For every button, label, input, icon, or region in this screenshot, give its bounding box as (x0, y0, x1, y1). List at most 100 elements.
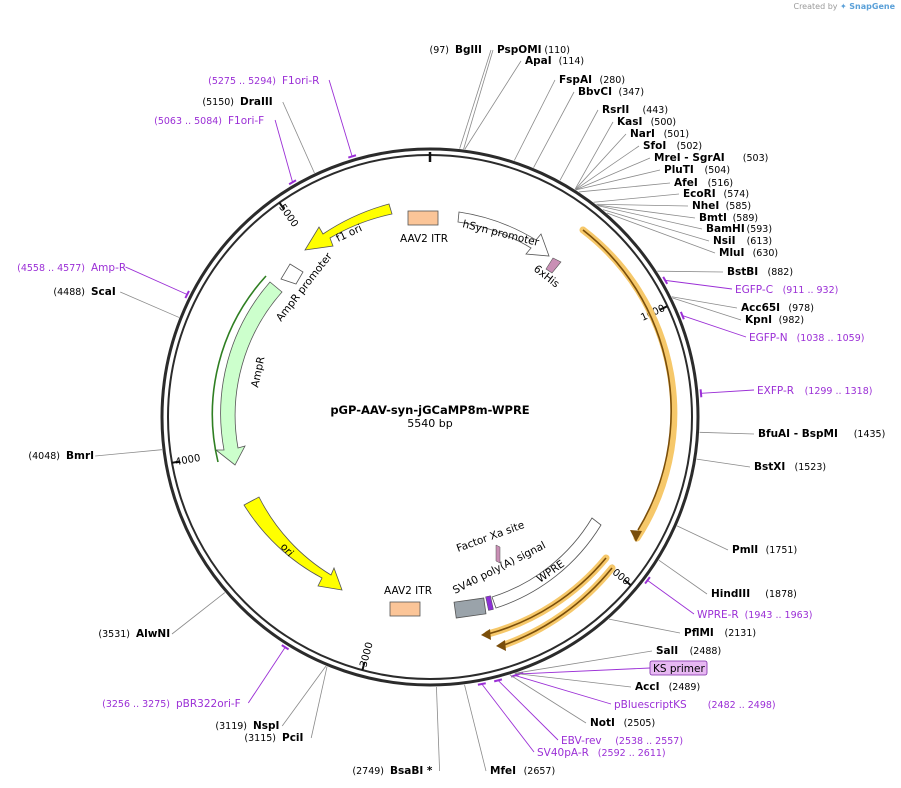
primer-range-egfp-c: (911 .. 932) (783, 285, 839, 296)
site-leader-ecori (593, 193, 680, 203)
feature-sv40-polya (453, 597, 487, 619)
site-pos-fspai: (280) (600, 75, 626, 86)
site-name-acci: AccI (635, 681, 659, 693)
primer-range-f1ori-f: (5063 .. 5084) (154, 116, 222, 127)
site-leader-bamhi (598, 205, 703, 230)
primer-leader-exfp-r (700, 389, 755, 394)
site-leader-pcii (310, 666, 328, 739)
primer-name-egfp-c: EGFP-C (735, 284, 773, 296)
feature-factor-xa (495, 544, 501, 564)
feature-ampr-promoter (280, 263, 304, 285)
primer-range-sv40pa-r: (2592 .. 2611) (598, 748, 666, 759)
site-leader-pspomi (463, 49, 494, 150)
site-leader-bmri (95, 449, 163, 457)
primer-range-wpre-r: (1943 .. 1963) (745, 610, 813, 621)
site-pos-bmri: (4048) (28, 451, 60, 462)
site-leader-sfoi (575, 145, 640, 190)
site-leader-afei (579, 182, 671, 193)
feature-label-wpre: WPRE (535, 558, 567, 585)
feature-ampr-edge (211, 275, 267, 463)
orf-arc-arrow (582, 229, 672, 531)
site-name-nsii: NsiI (713, 235, 736, 247)
site-name-nari: NarI (630, 128, 655, 140)
site-pos-bmti: (589) (733, 213, 759, 224)
site-name-ecori: EcoRI (683, 188, 716, 200)
orf3-arc-highlight (500, 564, 616, 649)
credit-text: Created by (793, 2, 838, 11)
site-leader-bfuai-bspmi (699, 431, 755, 435)
site-pos-nspi: (3119) (215, 721, 247, 732)
tick-label-3000: 3000 (358, 641, 375, 668)
primer-leader-egfp-n (682, 315, 747, 338)
site-name-scai: ScaI (91, 286, 116, 298)
site-name-afei: AfeI (674, 177, 698, 189)
primer-leader-f1ori-f (274, 119, 294, 183)
feature-wpre (491, 517, 602, 609)
site-leader-acci (514, 673, 632, 688)
site-pos-pflmi: (2131) (725, 628, 757, 639)
feature-label-ampr: AmpR (249, 355, 267, 388)
primer-name-wpre-r: WPRE-R (697, 609, 739, 621)
site-leader-kpni (672, 297, 742, 321)
site-pos-acci: (2489) (669, 682, 701, 693)
orf3-arrowhead (496, 640, 506, 651)
site-name-pcii: PciI (282, 732, 303, 744)
site-name-draiii: DraIII (240, 96, 273, 108)
site-name-pspomi: PspOMI (497, 44, 542, 56)
tick-mark-5000 (278, 202, 285, 210)
feature-sv40-polya-tag (485, 595, 494, 611)
site-leader-bsabi (436, 686, 440, 772)
site-name-bsabi: BsaBI * (390, 765, 433, 777)
site-pos-bglii: (97) (429, 45, 449, 56)
primer-name-ebv-rev: EBV-rev (561, 735, 602, 747)
site-name-bmri: BmrI (66, 450, 94, 462)
site-name-rsrii: RsrII (602, 104, 629, 116)
primer-range-egfp-n: (1038 .. 1059) (797, 333, 865, 344)
primer-box-ks-primer (649, 660, 708, 676)
site-leader-mfei (464, 684, 487, 772)
snapgene-logo-icon: ✦ (840, 2, 847, 11)
feature-label-aav2-itr-top: AAV2 ITR (400, 233, 448, 245)
site-pos-draiii: (5150) (202, 97, 234, 108)
site-leader-sali (514, 650, 653, 674)
primer-range-ebv-rev: (2538 .. 2557) (615, 736, 683, 747)
site-name-bbvci: BbvCI (578, 86, 612, 98)
tick-label-4000: 4000 (174, 453, 201, 468)
site-pos-bstxi: (1523) (795, 462, 827, 473)
site-pos-sali: (2488) (690, 646, 722, 657)
primer-mark-amp-r (184, 290, 190, 299)
orf-arrowhead (630, 530, 642, 542)
site-leader-bmti (597, 204, 696, 219)
feature-label-aav2-itr-bottom: AAV2 ITR (384, 585, 432, 597)
site-leader-alwni (171, 592, 226, 635)
feature-ori (243, 496, 343, 591)
primer-leader-pbluescriptks (514, 674, 612, 705)
site-name-bstbi: BstBI (727, 266, 758, 278)
site-name-alwni: AlwNI (136, 628, 170, 640)
site-pos-mfei: (2657) (524, 766, 556, 777)
site-leader-apai (464, 60, 522, 150)
site-name-bamhi: BamHI (706, 223, 745, 235)
site-name-bfuai-bspmi: BfuAI - BspMI (758, 428, 838, 440)
primer-name-egfp-n: EGFP-N (749, 332, 788, 344)
site-name-mlui: MluI (719, 247, 744, 259)
site-name-kasi: KasI (617, 116, 642, 128)
primer-name-exfp-r: EXFP-R (757, 385, 794, 397)
tick-label-5000: 5000 (276, 202, 300, 229)
site-name-nspi: NspI (253, 720, 279, 732)
site-leader-noti (509, 674, 587, 724)
site-leader-pflmi (608, 618, 681, 634)
site-pos-rsrii: (443) (643, 105, 669, 116)
site-name-bmti: BmtI (699, 212, 727, 224)
site-pos-alwni: (3531) (98, 629, 130, 640)
site-name-pluti: PluTI (664, 164, 694, 176)
site-leader-scai (120, 291, 180, 318)
site-pos-apai: (114) (559, 56, 585, 67)
site-leader-pmli (676, 525, 729, 551)
feature-hsyn-promoter (457, 211, 550, 257)
primer-range-pbluescriptks: (2482 .. 2498) (708, 700, 776, 711)
primer-leader-wpre-r (647, 579, 695, 615)
site-pos-kpni: (982) (779, 315, 805, 326)
tick-mark-4000 (171, 460, 181, 464)
